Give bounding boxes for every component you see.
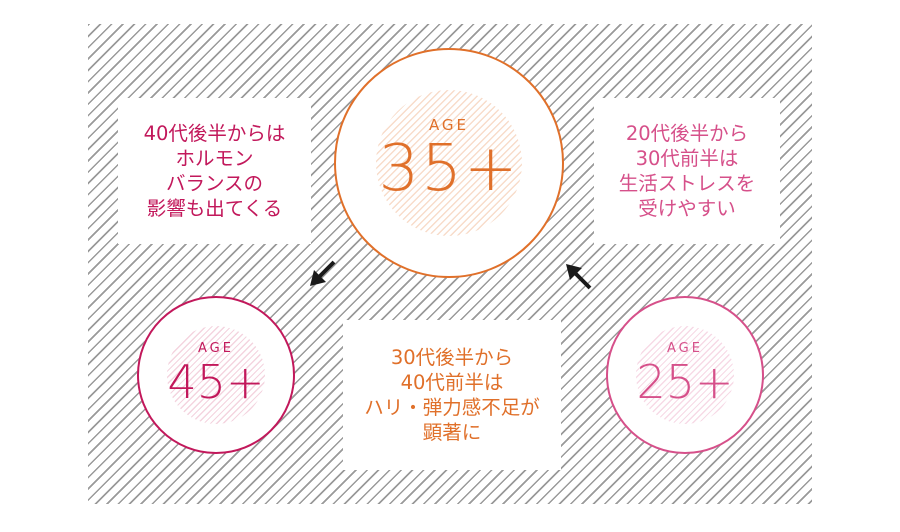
text-line: 受けやすい — [638, 197, 736, 220]
age-label: AGE — [428, 116, 470, 134]
age-value: 25+ — [636, 354, 734, 409]
text-line: 顕著に — [422, 421, 482, 444]
age-value: 45+ — [167, 354, 265, 409]
age-circle-35: AGE 35+ — [334, 48, 564, 278]
text-box-30s: 30代後半から 40代前半は ハリ・弾力感不足が 顕著に — [343, 320, 561, 470]
circle-hatch — [376, 90, 522, 236]
circle-hatch — [636, 326, 734, 424]
age-label: AGE — [667, 340, 703, 356]
age-circle-45: AGE 45+ — [137, 296, 295, 454]
text-line: 40代後半からは — [143, 122, 286, 145]
text-line: ハリ・弾力感不足が — [364, 396, 540, 419]
text-box-40s: 40代後半からは ホルモン バランスの 影響も出てくる — [118, 98, 311, 244]
text-box-20s: 20代後半から 30代前半は 生活ストレスを 受けやすい — [594, 98, 780, 244]
text-line: ホルモン — [175, 147, 254, 170]
text-line: 生活ストレスを — [618, 172, 756, 195]
text-line: 40代前半は — [400, 371, 504, 394]
age-circle-25: AGE 25+ — [606, 296, 764, 454]
arrow-up-left-icon — [566, 264, 592, 290]
text-line: 影響も出てくる — [146, 197, 283, 220]
text-line: 20代後半から — [625, 122, 749, 145]
text-line: 30代前半は — [635, 147, 739, 170]
age-value: 35+ — [378, 132, 520, 206]
circle-hatch — [167, 326, 265, 424]
age-label: AGE — [198, 340, 234, 356]
text-line: バランスの — [165, 172, 264, 195]
text-line: 30代後半から — [390, 346, 514, 369]
arrow-down-left-icon — [310, 260, 336, 286]
